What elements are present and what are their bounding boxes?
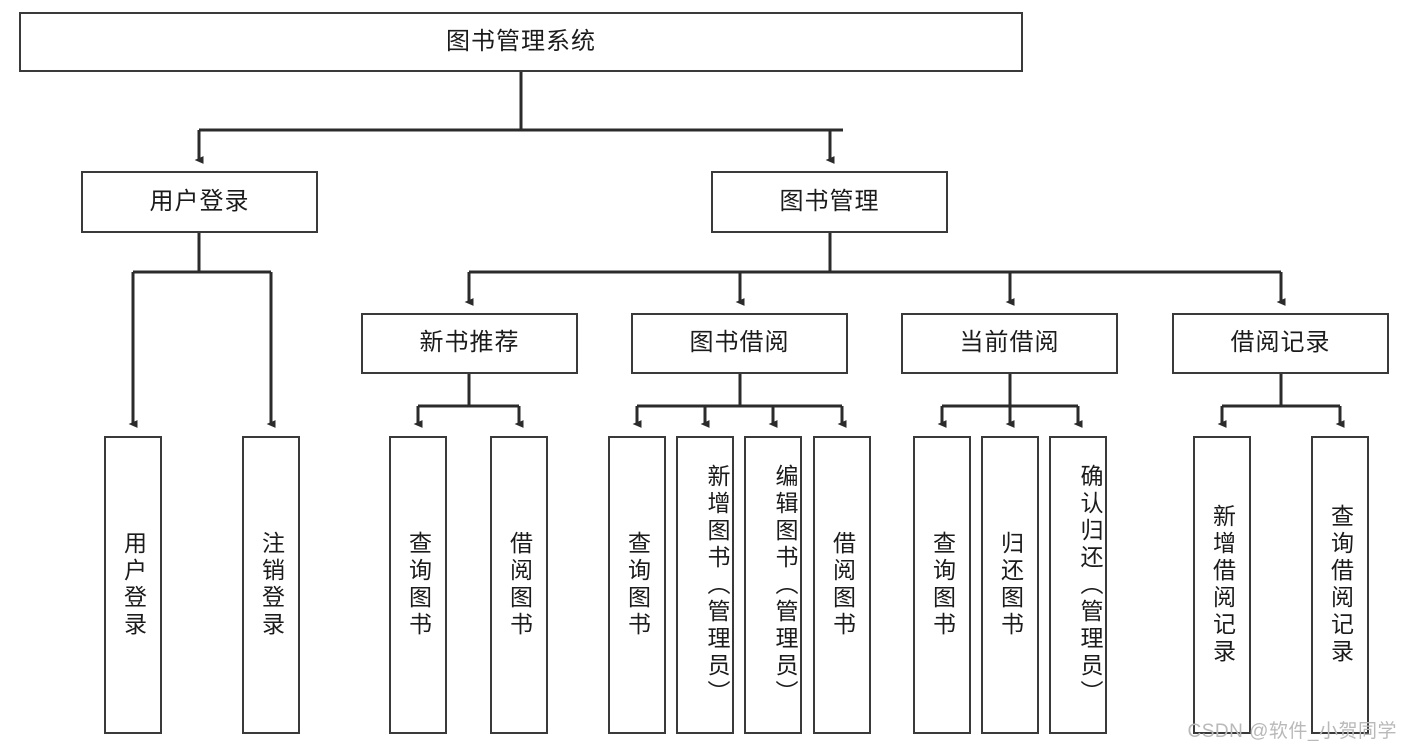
node-new-book-recommend[interactable]: 新书推荐 xyxy=(361,313,578,374)
leaf-query-book-new[interactable]: 查询图书 xyxy=(389,436,447,734)
node-root-label: 图书管理系统 xyxy=(446,27,596,55)
leaf-query-borrow-record[interactable]: 查询借阅记录 xyxy=(1311,436,1369,734)
leaf-add-borrow-record-label: 新增借阅记录 xyxy=(1209,504,1236,666)
node-book-borrow-label: 图书借阅 xyxy=(689,329,790,357)
leaf-borrow-book-new[interactable]: 借阅图书 xyxy=(490,436,548,734)
node-user-login[interactable]: 用户登录 xyxy=(81,171,318,233)
leaf-query-book-borrow-label: 查询图书 xyxy=(624,531,651,639)
node-borrow-records-label: 借阅记录 xyxy=(1230,329,1331,357)
csdn-watermark: CSDN @软件_小贺同学 xyxy=(1187,721,1397,742)
node-book-management[interactable]: 图书管理 xyxy=(711,171,948,233)
node-user-login-label: 用户登录 xyxy=(149,187,250,215)
node-current-borrow[interactable]: 当前借阅 xyxy=(901,313,1118,374)
leaf-return-book[interactable]: 归还图书 xyxy=(981,436,1039,734)
leaf-borrow-book-new-label: 借阅图书 xyxy=(506,531,533,639)
leaf-add-borrow-record[interactable]: 新增借阅记录 xyxy=(1193,436,1251,734)
leaf-query-book-current-label: 查询图书 xyxy=(929,531,956,639)
leaf-query-borrow-record-label: 查询借阅记录 xyxy=(1327,504,1354,666)
node-root[interactable]: 图书管理系统 xyxy=(19,12,1023,72)
leaf-borrow-book[interactable]: 借阅图书 xyxy=(813,436,871,734)
leaf-add-book[interactable]: 新增图书（管理员） xyxy=(676,436,734,734)
node-book-management-label: 图书管理 xyxy=(779,187,880,215)
leaf-query-book-new-label: 查询图书 xyxy=(405,531,432,639)
leaf-confirm-return[interactable]: 确认归还（管理员） xyxy=(1049,436,1107,734)
leaf-user-login-label: 用户登录 xyxy=(120,531,147,639)
leaf-user-logout-label: 注销登录 xyxy=(258,531,285,639)
leaf-edit-book-label: 编辑图书（管理员） xyxy=(772,463,798,707)
leaf-edit-book[interactable]: 编辑图书（管理员） xyxy=(744,436,802,734)
node-borrow-records[interactable]: 借阅记录 xyxy=(1172,313,1389,374)
node-book-borrow[interactable]: 图书借阅 xyxy=(631,313,848,374)
leaf-borrow-book-label: 借阅图书 xyxy=(829,531,856,639)
leaf-user-logout[interactable]: 注销登录 xyxy=(242,436,300,734)
leaf-return-book-label: 归还图书 xyxy=(997,531,1024,639)
leaf-query-book-borrow[interactable]: 查询图书 xyxy=(608,436,666,734)
leaf-add-book-label: 新增图书（管理员） xyxy=(704,463,730,707)
leaf-confirm-return-label: 确认归还（管理员） xyxy=(1077,463,1103,707)
leaf-user-login[interactable]: 用户登录 xyxy=(104,436,162,734)
node-current-borrow-label: 当前借阅 xyxy=(959,329,1060,357)
leaf-query-book-current[interactable]: 查询图书 xyxy=(913,436,971,734)
node-new-book-recommend-label: 新书推荐 xyxy=(419,329,520,357)
